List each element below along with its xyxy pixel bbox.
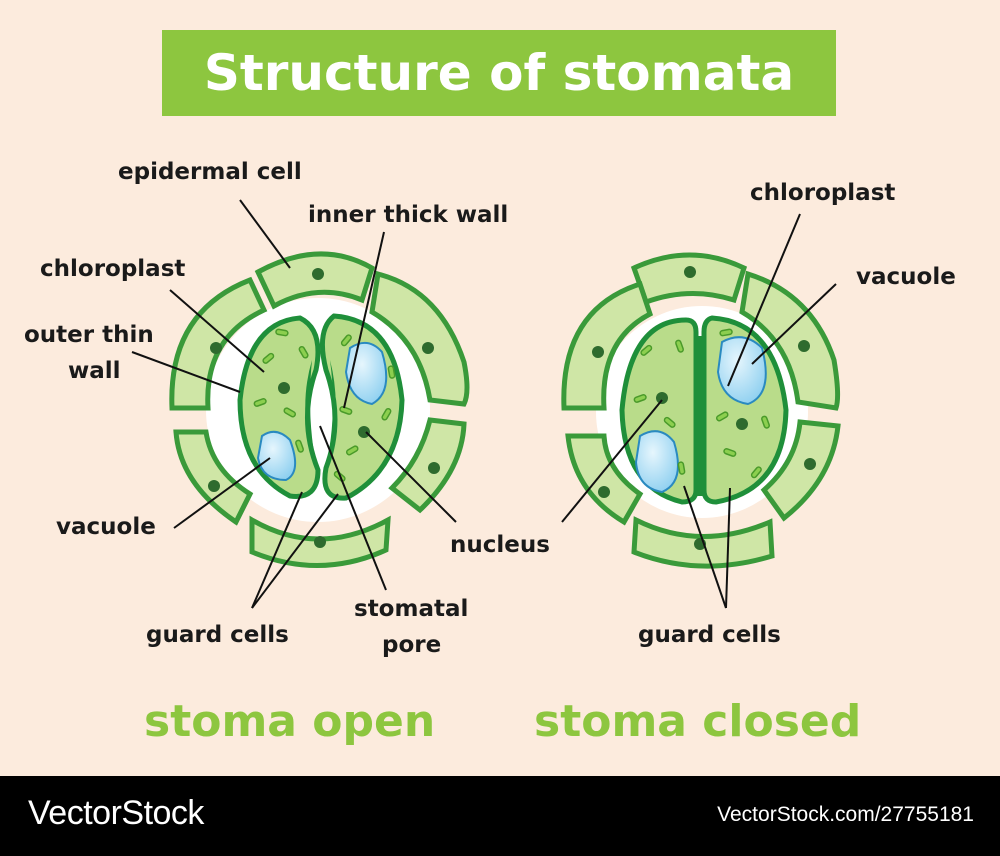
label-vacuole-closed: vacuole <box>856 264 956 290</box>
label-nucleus: nucleus <box>450 532 550 558</box>
epidermal-cell-lower-right <box>388 417 467 514</box>
leader-guard-cells-open-a <box>251 491 303 609</box>
epidermal-nucleus <box>210 342 222 354</box>
leader-guard-cells-closed-a <box>683 485 727 609</box>
footer-bar: VectorStock VectorStock.com/27755181 <box>0 776 1000 856</box>
open-chloroplasts <box>253 328 396 482</box>
chloroplast <box>750 466 762 479</box>
epidermal-cell-lower-left <box>173 429 254 526</box>
epidermal-cell-top <box>254 251 375 310</box>
chloroplast <box>381 407 392 421</box>
label-outer-thin-wall-line1: outer thin <box>24 322 154 348</box>
leader-vacuole <box>173 457 271 529</box>
caption-stoma-open: stoma open <box>144 696 436 747</box>
label-stomatal-pore-line2: pore <box>382 632 442 658</box>
open-epidermal-nuclei <box>208 268 440 548</box>
epidermal-nucleus <box>598 486 610 498</box>
label-outer-thin-wall-line2: wall <box>68 358 121 384</box>
label-inner-thick-wall: inner thick wall <box>308 202 509 228</box>
epidermal-nucleus <box>314 536 326 548</box>
chloroplast <box>298 345 309 359</box>
epidermal-cell-upper-right <box>369 270 470 407</box>
open-inner-thick-wall-left <box>305 360 318 474</box>
leader-epidermal-cell <box>239 199 291 269</box>
closed-stoma <box>561 252 841 569</box>
leader-inner-thick-wall <box>343 231 385 409</box>
open-epidermal-cells <box>169 251 470 568</box>
chloroplast <box>663 416 676 428</box>
label-epidermal-cell: epidermal cell <box>118 159 302 185</box>
epidermal-nucleus <box>592 346 604 358</box>
chloroplast <box>719 328 733 337</box>
label-vacuole-open: vacuole <box>56 514 156 540</box>
closed-guard-nucleus-right <box>736 418 748 430</box>
chloroplast <box>295 439 304 453</box>
label-chloroplast-open: chloroplast <box>40 256 186 282</box>
brand-logo: VectorStock <box>28 794 204 832</box>
chloroplast <box>387 365 396 379</box>
chloroplast <box>283 407 297 418</box>
stomata-illustration <box>131 199 841 609</box>
chloroplast <box>253 398 267 407</box>
stock-id: VectorStock.com/27755181 <box>717 803 974 826</box>
epidermal-cell-lower-right <box>760 419 841 522</box>
caption-stoma-closed: stoma closed <box>534 696 862 747</box>
chloroplast <box>275 328 289 337</box>
leader-guard-cells-closed-b <box>725 487 731 609</box>
chloroplast <box>640 344 653 356</box>
page-title: Structure of stomata <box>203 44 795 102</box>
chloroplast <box>633 394 647 403</box>
chloroplast <box>345 445 359 456</box>
closed-epidermal-nuclei <box>592 266 816 550</box>
closed-vacuole-right <box>716 336 767 406</box>
title-banner: Structure of stomata <box>162 30 836 116</box>
open-guard-nucleus-right <box>358 426 370 438</box>
chloroplast <box>339 406 353 415</box>
epidermal-cell-upper-left <box>561 280 654 411</box>
label-guard-cells-closed: guard cells <box>638 622 781 648</box>
leader-vacuole-closed <box>751 283 837 365</box>
leader-chloroplast-closed <box>727 213 801 387</box>
chloroplast <box>262 352 275 364</box>
epidermal-cell-upper-right <box>739 270 841 411</box>
epidermal-nucleus <box>428 462 440 474</box>
closed-guard-nucleus-left <box>656 392 668 404</box>
closed-inner-thick-wall <box>694 336 706 496</box>
closed-vacuole-left <box>634 430 679 494</box>
leader-lines <box>131 199 837 609</box>
chloroplast <box>723 448 737 457</box>
leader-nucleus-open <box>365 431 457 523</box>
epidermal-cell-lower-left <box>565 433 644 526</box>
epidermal-nucleus <box>684 266 696 278</box>
epidermal-nucleus <box>798 340 810 352</box>
epidermal-cell-top <box>630 252 748 306</box>
open-vacuole-left <box>256 430 297 482</box>
epidermal-nucleus <box>804 458 816 470</box>
chloroplast <box>675 339 684 353</box>
open-stoma <box>169 251 470 568</box>
chloroplast <box>340 334 352 347</box>
chloroplast <box>761 415 770 429</box>
epidermal-nucleus <box>422 342 434 354</box>
chloroplast <box>677 461 686 475</box>
label-guard-cells-open: guard cells <box>146 622 289 648</box>
diagram-canvas: Structure of stomata <box>24 30 956 747</box>
label-chloroplast-closed: chloroplast <box>750 180 896 206</box>
leader-guard-cells-open-b <box>251 493 339 609</box>
label-stomatal-pore-line1: stomatal <box>354 596 469 622</box>
open-guard-nucleus-left <box>278 382 290 394</box>
chloroplast <box>715 411 729 422</box>
leader-nucleus-closed <box>561 399 663 523</box>
open-inner-thick-wall-right <box>324 360 336 474</box>
epidermal-nucleus <box>312 268 324 280</box>
leader-outer-thin-wall <box>131 351 241 393</box>
leader-chloroplast <box>169 289 265 373</box>
closed-chloroplasts <box>633 328 770 479</box>
epidermal-nucleus <box>208 480 220 492</box>
leader-stomatal-pore <box>319 425 387 591</box>
